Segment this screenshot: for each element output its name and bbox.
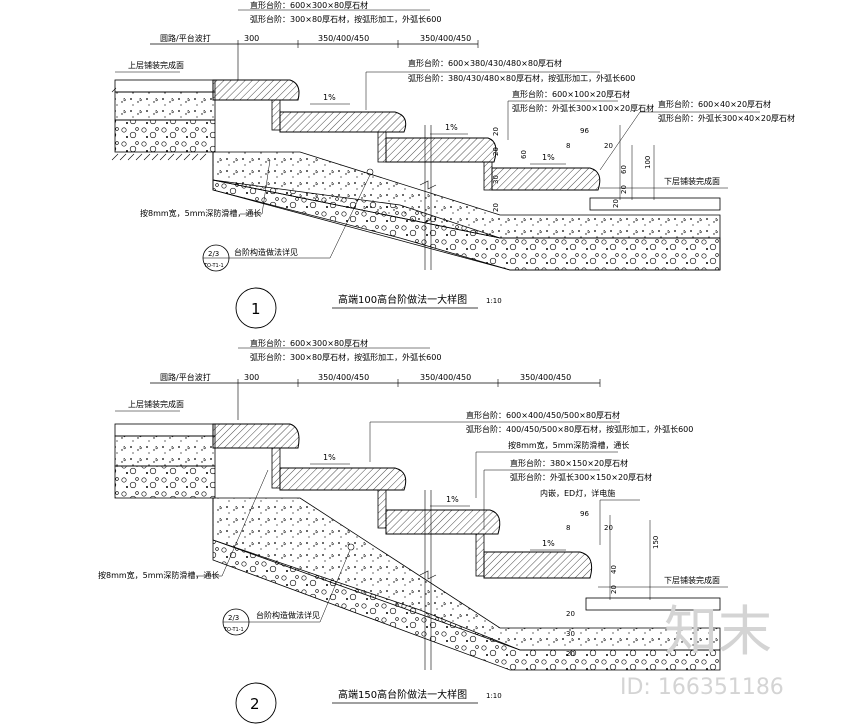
lower-paving-label: 下层铺装完成面 [664,176,720,186]
dim2-20a: 20 [604,524,613,532]
callout-straight-2: 直形台阶：600×380/430/480×80厚石材 [408,58,562,68]
ref-bottom-2: TO-T1-1 [223,627,244,633]
detail-number-2: 2 [250,695,260,713]
dim-60b: 60 [520,150,528,159]
detail-1: 圆路/平台波打 300 350/400/450 350/400/450 直形台阶… [111,0,795,329]
dim2-label-plaza: 圆路/平台波打 [160,372,211,382]
callout-arc-2: 弧形台阶：380/430/480×80厚石材，按弧形加工，外弧长600 [408,73,635,83]
top-dimension-line: 圆路/平台波打 300 350/400/450 350/400/450 [150,33,479,80]
dim-20c: 20 [492,127,500,136]
ref-note-2: 台阶构造做法详见 [256,610,320,620]
dim-96: 96 [580,127,589,135]
dim-20e: 20 [612,199,620,208]
dim2-20d: 20 [566,650,575,658]
dim-20b: 20 [620,185,628,194]
dim2-20b: 20 [610,585,618,594]
detail-scale-1: 1:10 [486,297,502,305]
callout2-arc-3: 弧形台阶：外弧长300×150×20厚石材 [510,472,652,482]
callout2-straight-top: 直形台阶：600×300×80厚石材 [250,338,368,348]
slope2-label-c: 1% [542,539,555,548]
slope2-label-b: 1% [446,495,459,504]
dim2-label-step-c: 350/400/450 [520,373,571,382]
callout-arc-3: 弧形台阶：外弧长300×100×20厚石材 [512,103,654,113]
callout-straight-3: 直形台阶：600×100×20厚石材 [512,89,630,99]
slope-label-c: 1% [542,153,555,162]
detail-title-2: 高端150高台阶做法一大样图 [338,688,467,701]
ref-note: 台阶构造做法详见 [234,247,298,257]
detail-title-1: 高端100高台阶做法一大样图 [338,293,467,306]
callout-straight-4: 直形台阶：600×40×20厚石材 [658,99,771,109]
dim-label-300: 300 [244,34,259,43]
dim2-label-300: 300 [244,373,259,382]
joint-note: 按8mm宽，5mm深防滑槽，通长 [140,208,261,218]
detail-scale-2: 1:10 [486,692,502,700]
callout2-straight-2: 直形台阶：600×400/450/500×80厚石材 [466,410,620,420]
dim-20a: 20 [604,142,613,150]
dim-label-plaza: 圆路/平台波打 [160,33,211,43]
detail-2: 圆路/平台波打 300 350/400/450 350/400/450 350/… [98,338,728,724]
ref-bottom: TO-T1-1 [203,263,224,269]
dim2-20c: 20 [566,610,575,618]
dim-60a: 60 [620,165,628,174]
dim-20f: 20 [492,203,500,212]
callout2-led: 内嵌，ED灯，详电施 [540,488,615,498]
callout-arc-top: 弧形台阶：300×80厚石材，按弧形加工，外弧长600 [250,14,441,24]
dim-label-step-a: 350/400/450 [318,34,369,43]
callout2-arc-top: 弧形台阶：300×80厚石材，按弧形加工，外弧长600 [250,352,441,362]
dim2-label-step-a: 350/400/450 [318,373,369,382]
dim2-150: 150 [652,536,660,549]
right-dims: 96 8 20 60 20 100 20 60 20 20 30 20 [492,125,655,212]
dim-30: 30 [492,175,500,184]
dim2-30: 30 [566,630,575,638]
callout2-arc-2: 弧形台阶：400/450/500×80厚石材，按弧形加工，外弧长600 [466,424,693,434]
joint-note-2b: 按8mm宽，5mm深防滑槽，通长 [508,440,629,450]
detail-number-1: 1 [251,300,261,318]
dim2-label-step-b: 350/400/450 [420,373,471,382]
ref-top-2: 2/3 [228,614,239,622]
dim-100: 100 [644,156,652,169]
callout2-straight-3: 直形台阶：380×150×20厚石材 [510,458,628,468]
slope-label-b: 1% [445,123,458,132]
watermark-id: ID: 166351186 [620,675,784,700]
joint-note-2: 按8mm宽，5mm深防滑槽，通长 [98,570,219,580]
slope2-label-a: 1% [323,453,336,462]
watermark-brand: 知末 [664,600,772,663]
dim-20d: 20 [492,147,500,156]
dim2-96: 96 [580,510,589,518]
lower-paving-label-2: 下层铺装完成面 [664,575,720,585]
upper-paving-label-2: 上层铺装完成面 [128,399,184,409]
ref-top: 2/3 [208,250,219,258]
dim2-8: 8 [566,524,570,532]
dim-label-step-b: 350/400/450 [420,34,471,43]
slope-label-a: 1% [323,93,336,102]
dim-8: 8 [566,142,570,150]
callout-straight-top: 直形台阶：600×300×80厚石材 [250,0,368,10]
callout-arc-4: 弧形台阶：外弧长300×40×20厚石材 [658,113,795,123]
upper-paving-label: 上层铺装完成面 [128,60,184,70]
dim2-40: 40 [610,565,618,574]
right-dims-2: 96 8 20 150 40 20 20 30 20 [566,510,660,658]
